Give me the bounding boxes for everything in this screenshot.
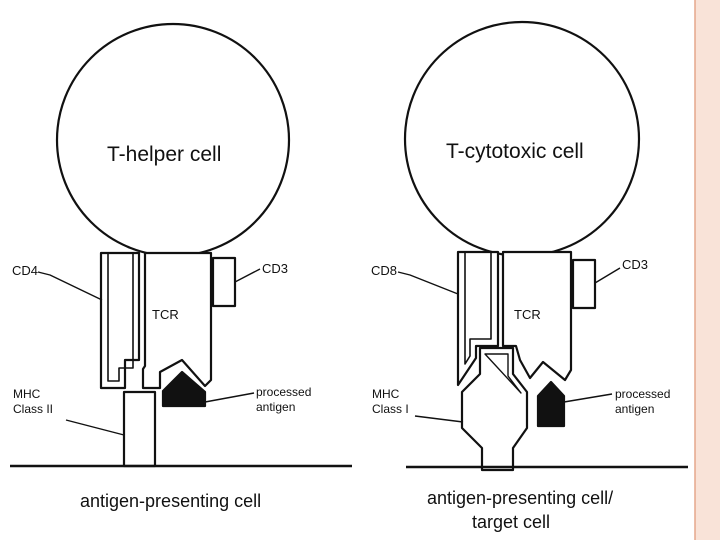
tcr-label-left: TCR — [152, 307, 179, 322]
processed-antigen-left — [161, 370, 207, 408]
processed-antigen-right — [536, 380, 566, 428]
cd4-leader-line — [37, 271, 103, 301]
antigen-label-left-line2: antigen — [256, 400, 295, 414]
cd3-molecule-right — [571, 258, 597, 310]
cd3-leader-line-right — [594, 267, 621, 284]
tcr-label-right: TCR — [514, 307, 541, 322]
apc-label-right-line1: antigen-presenting cell/ — [427, 488, 613, 508]
antigen-leader-line-right — [563, 393, 613, 403]
cd3-label-right: CD3 — [622, 257, 648, 272]
cd8-molecule-outer — [456, 250, 500, 387]
mhc-ii-label-line1: MHC — [13, 387, 41, 401]
mhc-ii-label-line2: Class II — [13, 402, 53, 416]
t-cytotoxic-cell-label: T-cytotoxic cell — [446, 140, 584, 163]
tcr-molecule-right — [501, 250, 573, 382]
cd8-leader-line — [397, 271, 459, 295]
apc-label-right-line2: target cell — [472, 512, 550, 532]
t-helper-cell-label: T-helper cell — [107, 143, 221, 166]
antigen-label-right-line1: processed — [615, 387, 670, 401]
antigen-label-left-line1: processed — [256, 385, 311, 399]
mhc-i-label-line2: Class I — [372, 402, 409, 416]
cd3-leader-line-left — [234, 268, 261, 283]
tcr-molecule-left — [141, 251, 213, 390]
mhc-class-i-inner-edge — [484, 353, 522, 394]
mhc-class-ii-molecule — [122, 390, 157, 468]
cd4-label: CD4 — [12, 263, 38, 278]
mhc-i-leader-line — [414, 415, 464, 423]
cd8-molecule-inner — [464, 251, 492, 365]
t-helper-cell-body — [55, 22, 291, 258]
mhc-i-label-line1: MHC — [372, 387, 400, 401]
mhc-ii-leader-line — [65, 419, 125, 436]
cd3-molecule-left — [211, 256, 237, 308]
apc-label-left: antigen-presenting cell — [80, 491, 261, 511]
cd3-label-left: CD3 — [262, 261, 288, 276]
side-band — [695, 0, 720, 540]
antigen-label-right-line2: antigen — [615, 402, 654, 416]
t-cytotoxic-cell-body — [403, 20, 641, 258]
cd8-label: CD8 — [371, 263, 397, 278]
cd4-molecule-inner — [107, 252, 134, 382]
cd4-molecule-outer — [99, 251, 141, 390]
antigen-leader-line-left — [204, 392, 255, 403]
